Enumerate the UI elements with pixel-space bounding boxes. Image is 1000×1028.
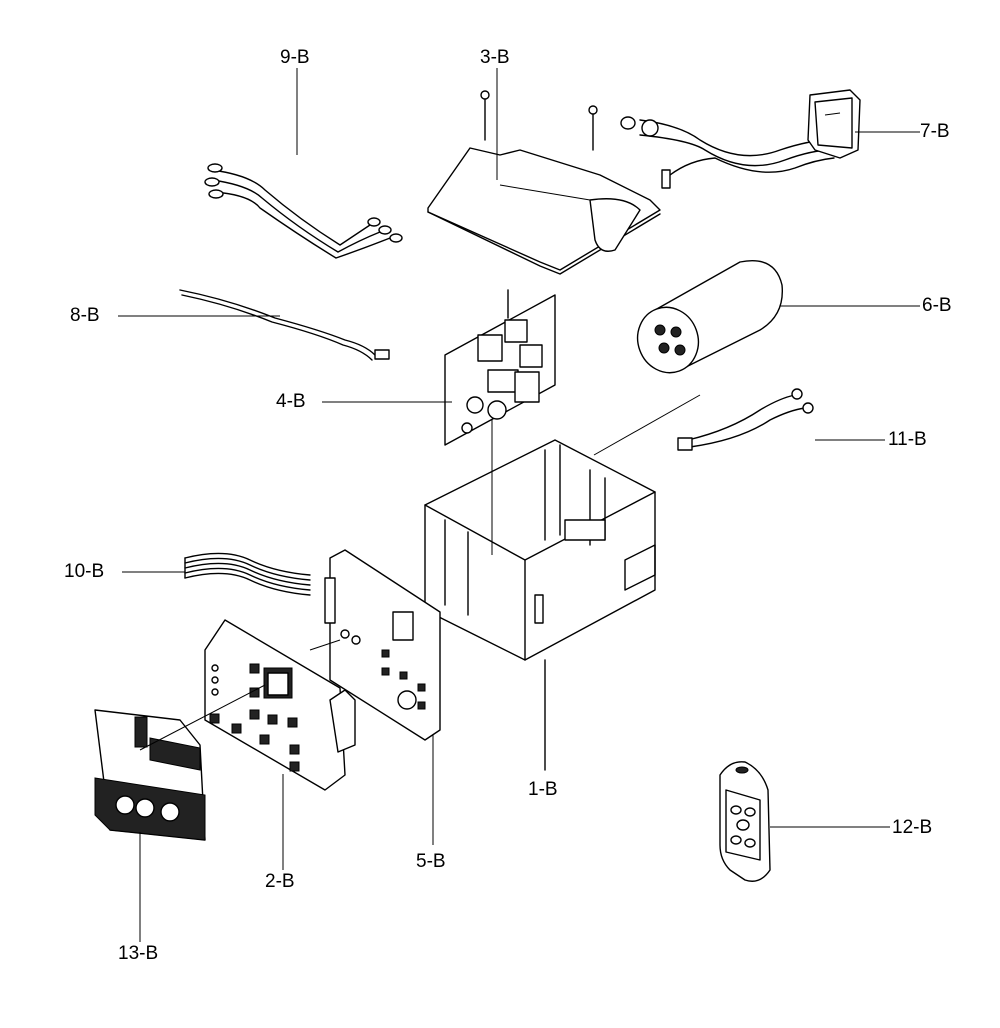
control-panel-housing-part <box>204 619 356 791</box>
control-box-chassis-part <box>424 394 701 771</box>
power-pcb-part <box>444 289 556 446</box>
label-9b: 9-B <box>280 47 310 68</box>
label-10b: 10-B <box>64 561 105 582</box>
label-8b: 8-B <box>70 305 100 326</box>
label-13b: 13-B <box>118 943 159 964</box>
top-cover-part <box>427 90 661 275</box>
label-6b: 6-B <box>922 295 952 316</box>
ribbon-cable-part <box>184 552 311 596</box>
label-1b: 1-B <box>528 779 558 800</box>
label-5b: 5-B <box>416 851 446 872</box>
label-3b: 3-B <box>480 47 510 68</box>
label-11b: 11-B <box>888 429 927 450</box>
label-7b: 7-B <box>920 121 950 142</box>
front-decal-part <box>94 684 266 841</box>
display-pcb-part <box>324 549 441 741</box>
capacitor-part <box>636 260 784 374</box>
leader-lines <box>118 68 920 942</box>
label-12b: 12-B <box>892 817 933 838</box>
power-cord-part <box>620 89 861 189</box>
label-2b: 2-B <box>265 871 295 892</box>
wire-11b-part <box>677 388 814 451</box>
remote-control-part <box>719 761 771 882</box>
label-4b: 4-B <box>276 391 306 412</box>
wire-harness-9b-part <box>204 163 403 259</box>
temperature-sensor-part <box>179 289 390 361</box>
